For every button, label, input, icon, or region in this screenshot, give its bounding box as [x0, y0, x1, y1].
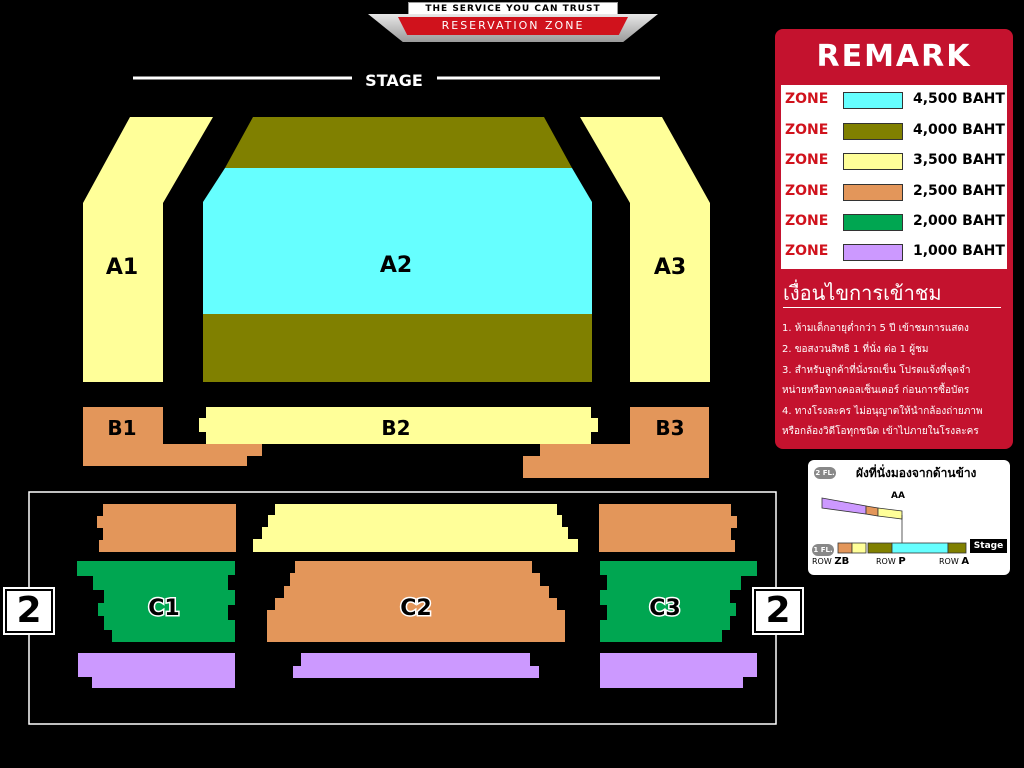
side-stage-tag: Stage [970, 539, 1007, 553]
stage-label: STAGE [365, 71, 423, 90]
side-upper-yellow [877, 507, 903, 520]
conditions-divider [783, 307, 1001, 308]
zone-c3[interactable] [600, 561, 757, 642]
legend-swatch-orange [843, 184, 903, 201]
condition-item: 2. ขอสงวนสิทธิ 1 ที่นั่ง ต่อ 1 ผู้ชม [782, 344, 929, 355]
row-a-label: ROW A [939, 556, 970, 567]
remark-title: REMARK [816, 39, 972, 74]
legend-row: ZONE 2,500 BAHT [781, 177, 1007, 207]
zone-b1[interactable] [83, 407, 262, 466]
reservation-zone-banner: RESERVATION ZONE [368, 14, 658, 42]
legend-row: ZONE 1,000 BAHT [781, 237, 1007, 267]
zone-label-c2: C2 [400, 596, 431, 621]
side-view-graphic [821, 497, 967, 554]
side-view-title: ผังที่นั่งมองจากด้านข้าง [856, 466, 977, 480]
zone-label-a2: A2 [380, 253, 412, 278]
legend-zone: ZONE [785, 91, 829, 107]
zone-label-a3: A3 [654, 255, 686, 280]
zone-c2[interactable] [267, 561, 565, 642]
condition-item: 1. ห้ามเด็กอายุต่ำกว่า 5 ปี เข้าชมการแสด… [782, 323, 969, 334]
legend-price: 2,000 BAHT [913, 213, 1005, 229]
side-lower-olive-front [947, 542, 967, 554]
zone-c1-front-orange[interactable] [97, 504, 236, 552]
legend-zone: ZONE [785, 243, 829, 259]
condition-item: หน่ายหรือทางคอลเซ็นเตอร์ ก่อนการซื้อบัตร [782, 385, 970, 396]
legend-zone: ZONE [785, 213, 829, 229]
legend-swatch-cyan [843, 92, 903, 109]
zone-label-b1: B1 [107, 416, 136, 440]
row-aa-label: AA [891, 491, 905, 501]
zone-c1[interactable] [77, 561, 235, 642]
zone-a2-rear-olive[interactable] [203, 314, 592, 382]
legend-row: ZONE 3,500 BAHT [781, 146, 1007, 176]
seat-map: STAGE A1 A2 A3 B1 B2 B3 C1 C2 C3 [28, 71, 777, 725]
legend-swatch-green [843, 214, 903, 231]
legend-price: 3,500 BAHT [913, 152, 1005, 168]
side-lower-orange [837, 542, 853, 554]
legend-row: ZONE 4,000 BAHT [781, 116, 1007, 146]
side-lower-olive [867, 542, 893, 554]
reservation-zone-title: RESERVATION ZONE [398, 17, 628, 35]
zone-c3-front-orange[interactable] [599, 504, 737, 552]
side-lower-yellow [851, 542, 867, 554]
zone-label-a1: A1 [106, 255, 138, 280]
conditions-title: เงื่อนไขการเข้าชม [783, 281, 942, 305]
zone-label-b2: B2 [381, 416, 410, 440]
row-p-label: ROW P [876, 556, 906, 567]
legend-price: 4,000 BAHT [913, 122, 1005, 138]
side-upper-purple [821, 497, 867, 515]
condition-item: 4. ทางโรงละคร ไม่อนุญาตให้นำกล้องถ่ายภาพ [782, 406, 983, 417]
legend-swatch-olive [843, 123, 903, 140]
zone-label-b3: B3 [655, 416, 684, 440]
floor-2-badge-left: 2 [3, 587, 55, 635]
side-view-diagram: 2 FL. ผังที่นั่งมองจากด้านข้าง AA 1 FL. … [808, 460, 1010, 575]
legend-zone: ZONE [785, 122, 829, 138]
zone-label-c1: C1 [148, 596, 179, 621]
side-upper-orange [865, 505, 879, 517]
floor-2-badge-right: 2 [752, 587, 804, 635]
remark-panel: REMARK ZONE 4,500 BAHT ZONE 4,000 BAHT Z… [775, 29, 1013, 449]
zone-a1[interactable] [83, 117, 213, 382]
zone-c1-rear-purple[interactable] [78, 653, 235, 688]
zone-a3[interactable] [580, 117, 710, 382]
legend-swatch-yellow [843, 153, 903, 170]
condition-item: หรือกล้องวิดีโอทุกชนิด เข้าไปภายในโรงละค… [782, 426, 979, 437]
service-tagline: THE SERVICE YOU CAN TRUST [425, 4, 601, 14]
condition-item: 3. สำหรับลูกค้าที่นั่งรถเข็น โปรดแจ้งที่… [782, 365, 971, 376]
price-legend: ZONE 4,500 BAHT ZONE 4,000 BAHT ZONE 3,5… [781, 85, 1007, 269]
legend-swatch-purple [843, 244, 903, 261]
legend-row: ZONE 2,000 BAHT [781, 207, 1007, 237]
zone-b2[interactable] [199, 407, 598, 444]
zone-label-c3: C3 [649, 596, 680, 621]
legend-zone: ZONE [785, 152, 829, 168]
zone-c3-rear-purple[interactable] [600, 653, 757, 688]
zone-a2-cyan[interactable] [203, 168, 592, 314]
zone-a2-front-olive[interactable] [225, 117, 572, 168]
zone-c2-front-yellow[interactable] [253, 504, 578, 552]
legend-price: 1,000 BAHT [913, 243, 1005, 259]
legend-price: 4,500 BAHT [913, 91, 1005, 107]
side-lower-cyan [891, 542, 949, 554]
floor-2-tag: 2 FL. [814, 467, 836, 479]
row-zb-label: ROW ZB [812, 556, 850, 567]
zone-b3[interactable] [523, 407, 709, 478]
legend-price: 2,500 BAHT [913, 183, 1005, 199]
floor-1-tag: 1 FL. [812, 544, 834, 556]
legend-row: ZONE 4,500 BAHT [781, 85, 1007, 115]
legend-zone: ZONE [785, 183, 829, 199]
zone-c2-rear-purple[interactable] [293, 653, 539, 678]
